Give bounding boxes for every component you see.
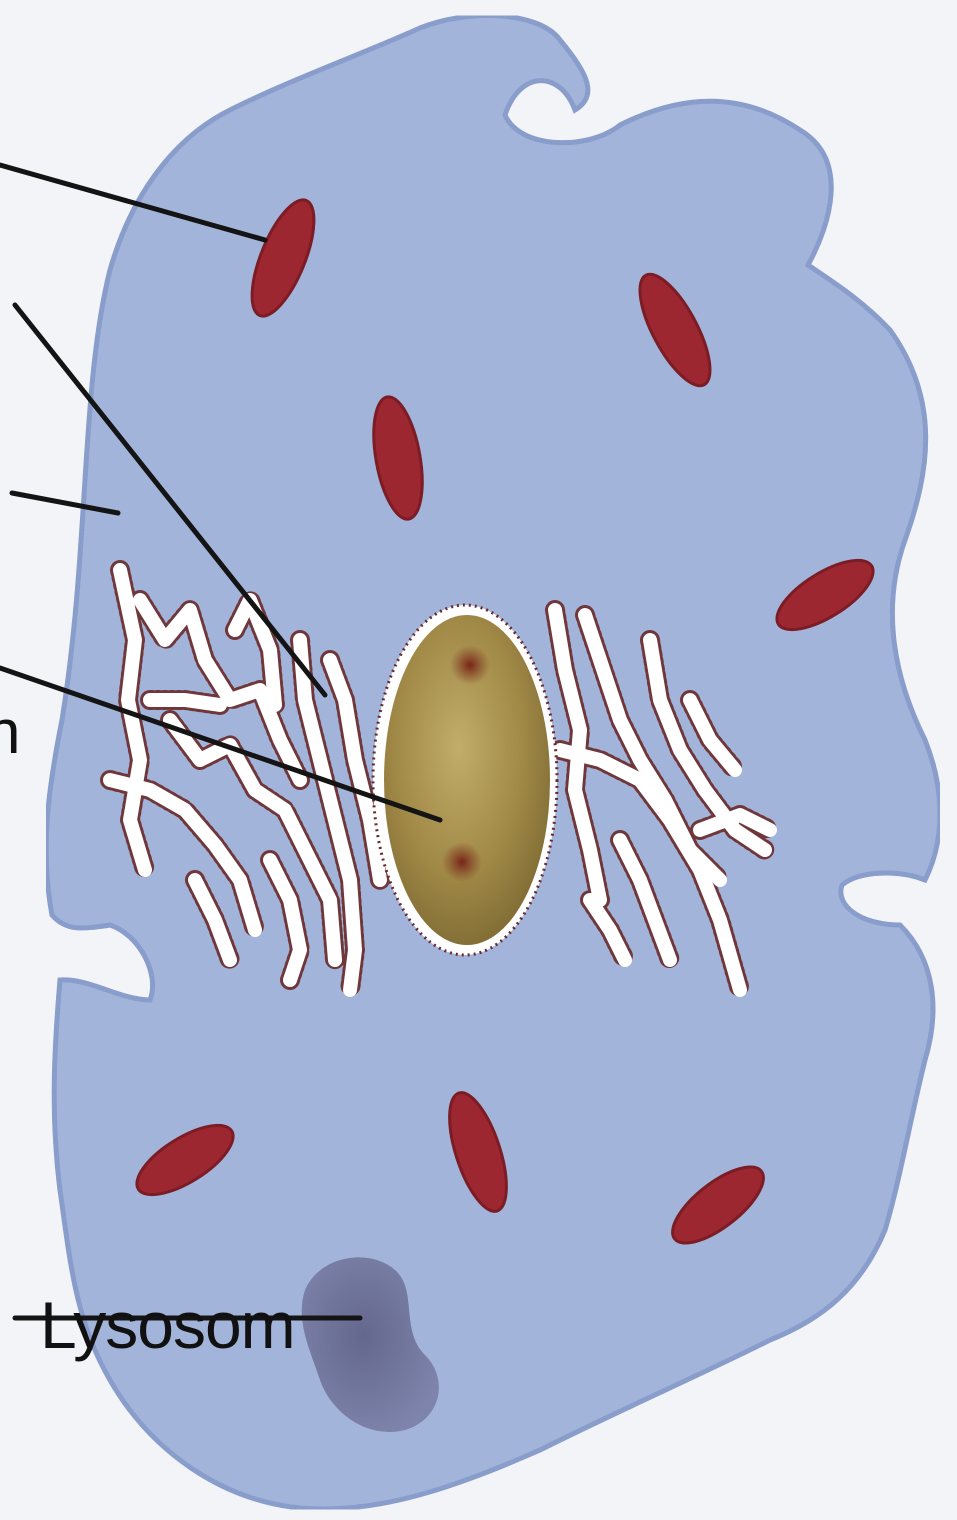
- nucleolus-lower: [442, 842, 482, 882]
- label-lysosome: Lysosom: [40, 1292, 295, 1358]
- nucleolus-upper: [450, 645, 490, 685]
- partial-label-left: n: [0, 702, 20, 764]
